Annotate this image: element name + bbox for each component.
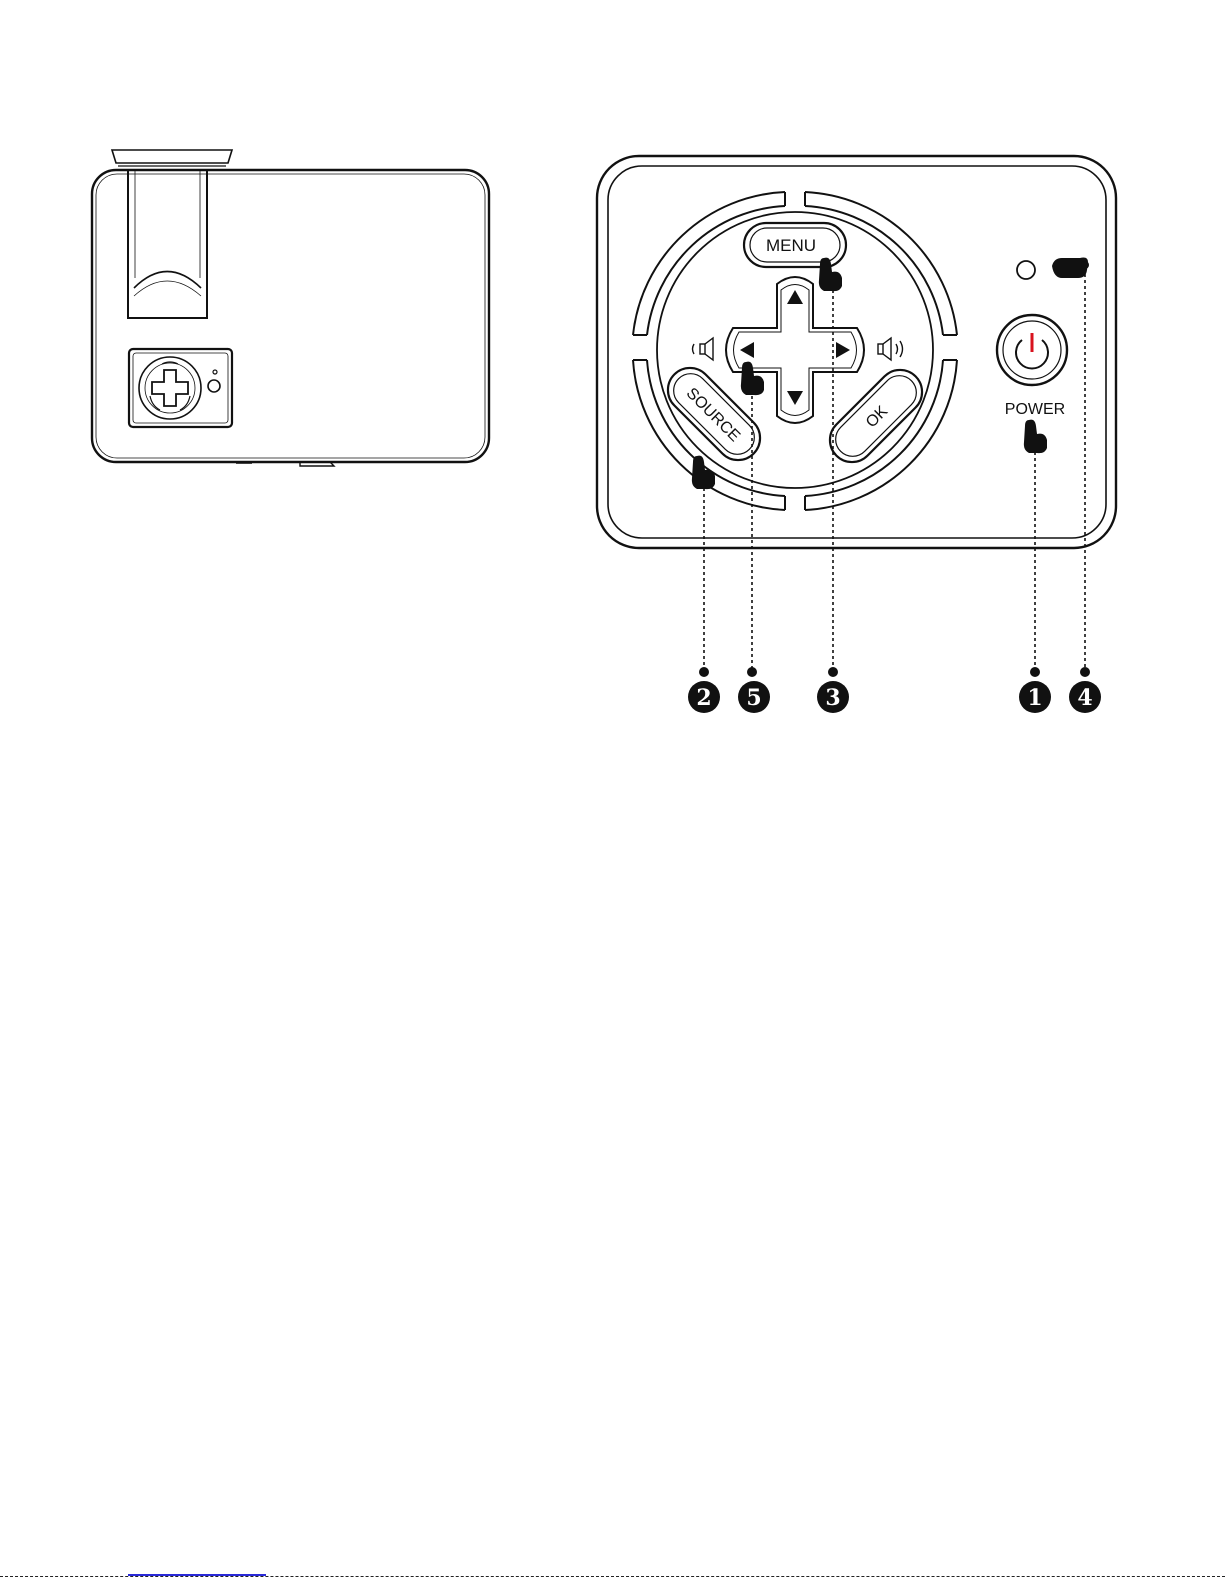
menu-label: MENU: [766, 236, 816, 255]
svg-text:4: 4: [1077, 685, 1092, 711]
callout-3: 3: [817, 681, 849, 713]
power-button[interactable]: [997, 315, 1067, 385]
power-icon: [1016, 333, 1048, 368]
callout-1: 1: [1019, 681, 1051, 713]
lens-barrel: [128, 170, 207, 318]
leader-dots: [699, 261, 1090, 677]
lens-cap: [112, 150, 232, 163]
callout-5: 5: [738, 681, 770, 713]
pointing-hand-icon: [741, 362, 764, 396]
callout-2: 2: [688, 681, 720, 713]
up-arrow-icon[interactable]: [787, 290, 803, 304]
down-arrow-icon[interactable]: [787, 391, 803, 405]
ok-label: OK: [863, 403, 892, 432]
svg-text:5: 5: [746, 685, 761, 711]
ok-button[interactable]: OK: [821, 361, 931, 471]
svg-text:3: 3: [825, 685, 840, 711]
power-label: POWER: [1005, 401, 1065, 418]
svg-text:2: 2: [696, 685, 711, 711]
projector-top-view: [92, 150, 489, 466]
svg-text:1: 1: [1027, 685, 1042, 711]
left-arrow-icon[interactable]: [740, 342, 754, 358]
control-panel: [597, 156, 1116, 548]
volume-down-icon: [693, 338, 714, 360]
pointing-hand-icon: [1024, 420, 1047, 454]
projector-body: [92, 170, 489, 462]
callout-4: 4: [1069, 681, 1101, 713]
menu-button[interactable]: MENU: [744, 223, 846, 267]
footer-link-rule: [128, 1574, 266, 1576]
indicator-led: [1017, 261, 1035, 279]
right-arrow-icon[interactable]: [836, 342, 850, 358]
footer-dashed-rule: [0, 1576, 1225, 1577]
mini-control-panel: [129, 349, 232, 427]
volume-up-icon: [878, 338, 903, 360]
